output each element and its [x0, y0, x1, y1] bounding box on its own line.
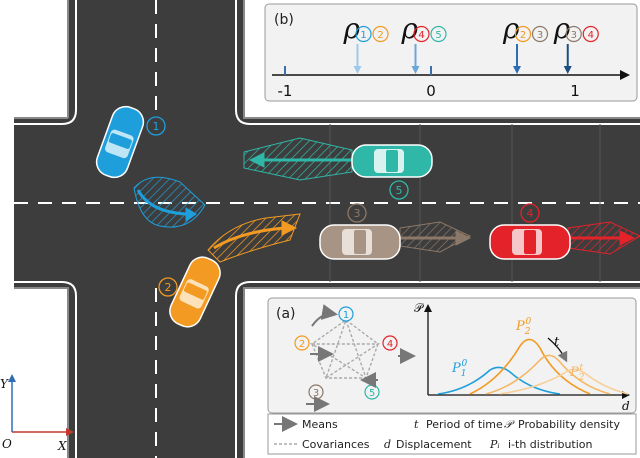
x-axis-symbol: 𝑑	[622, 399, 630, 413]
rho-marker-head	[513, 66, 521, 74]
legend-distribution: i-th distribution	[508, 438, 593, 451]
svg-text:1: 1	[343, 310, 349, 321]
svg-text:1: 1	[153, 120, 160, 133]
rho-marker-head	[353, 66, 362, 74]
rho-index-circle	[413, 25, 430, 43]
rho-index: 3	[571, 30, 577, 41]
axis-x: X	[57, 439, 67, 453]
car-5	[351, 144, 433, 178]
svg-text:2: 2	[299, 339, 305, 350]
legend-period: Period of time	[426, 418, 503, 431]
rho-index: 2	[377, 30, 383, 41]
rho-index: 2	[520, 30, 526, 41]
label-p2: P20	[515, 317, 531, 337]
tick-1: 1	[570, 82, 580, 100]
label-p1: P10	[451, 359, 467, 379]
distribution-plot: 𝒫 𝑑 P10 P20 P2t 𝑡	[414, 301, 630, 413]
rho-index: 4	[418, 30, 424, 41]
svg-text:4: 4	[527, 207, 534, 220]
legend-means: Means	[302, 418, 338, 431]
rho-index: 3	[537, 30, 543, 41]
svg-text:3: 3	[354, 207, 361, 220]
svg-text:5: 5	[396, 184, 403, 197]
tick-0: 0	[426, 82, 436, 100]
rho-marker-head	[563, 66, 572, 74]
axis-origin: O	[2, 437, 12, 451]
rho-index-circle	[430, 25, 447, 43]
tick-neg1: -1	[278, 82, 293, 100]
rho-index: 5	[435, 30, 441, 41]
svg-text:d: d	[384, 438, 391, 451]
legend-covariances: Covariances	[302, 438, 370, 451]
legend: Means t Period of time 𝒫 Probability den…	[267, 413, 637, 455]
covariance-graph: 1 2 3 4 5	[294, 304, 416, 412]
legend-density: Probability density	[518, 418, 620, 431]
coordinate-axes: O X Y	[0, 374, 74, 453]
rho-index-circle	[514, 25, 532, 43]
panel-a: (a) 1 2 3 4 5 𝒫 𝑑	[267, 297, 637, 414]
time-symbol: 𝑡	[554, 335, 560, 350]
vehicle-label-3: 3	[347, 203, 367, 223]
rho-index: 4	[588, 30, 594, 41]
vehicle-labels: 1 5 2 3 4	[146, 116, 540, 297]
svg-text:4: 4	[387, 339, 393, 350]
trajectory-arrows	[136, 152, 636, 250]
svg-text:5: 5	[369, 388, 375, 399]
panel-a-tag: (a)	[276, 306, 296, 322]
legend-displacement: Displacement	[396, 438, 472, 451]
y-axis-symbol: 𝒫	[414, 301, 424, 315]
vehicle-label-1: 1	[146, 116, 166, 136]
svg-text:Pᵢ: Pᵢ	[489, 438, 500, 451]
rho-index-circle	[372, 25, 389, 43]
label-p2t: P2t	[569, 363, 585, 383]
prediction-regions	[133, 137, 640, 263]
panel-b-tag: (b)	[274, 12, 294, 28]
vehicle-label-2: 2	[158, 277, 178, 297]
rho-index-circle	[582, 25, 599, 43]
svg-text:2: 2	[165, 281, 172, 294]
svg-text:3: 3	[313, 388, 319, 399]
vehicle-label-5: 5	[389, 180, 409, 200]
rho-index-circle	[565, 25, 582, 43]
vehicle-label-4: 4	[520, 203, 540, 223]
rho-index-circle	[531, 25, 549, 43]
rho-index-circle	[355, 25, 372, 43]
car-2	[169, 256, 221, 328]
car-4	[489, 224, 571, 260]
car-1	[95, 105, 145, 179]
svg-text:𝒫: 𝒫	[504, 418, 515, 431]
car-3	[319, 224, 401, 260]
panel-b-ticks: -1 0 1	[278, 66, 580, 100]
rho-index: 1	[360, 30, 366, 41]
axis-y: Y	[0, 377, 9, 391]
rho-marker-head	[411, 66, 420, 74]
svg-text:t: t	[414, 418, 419, 431]
